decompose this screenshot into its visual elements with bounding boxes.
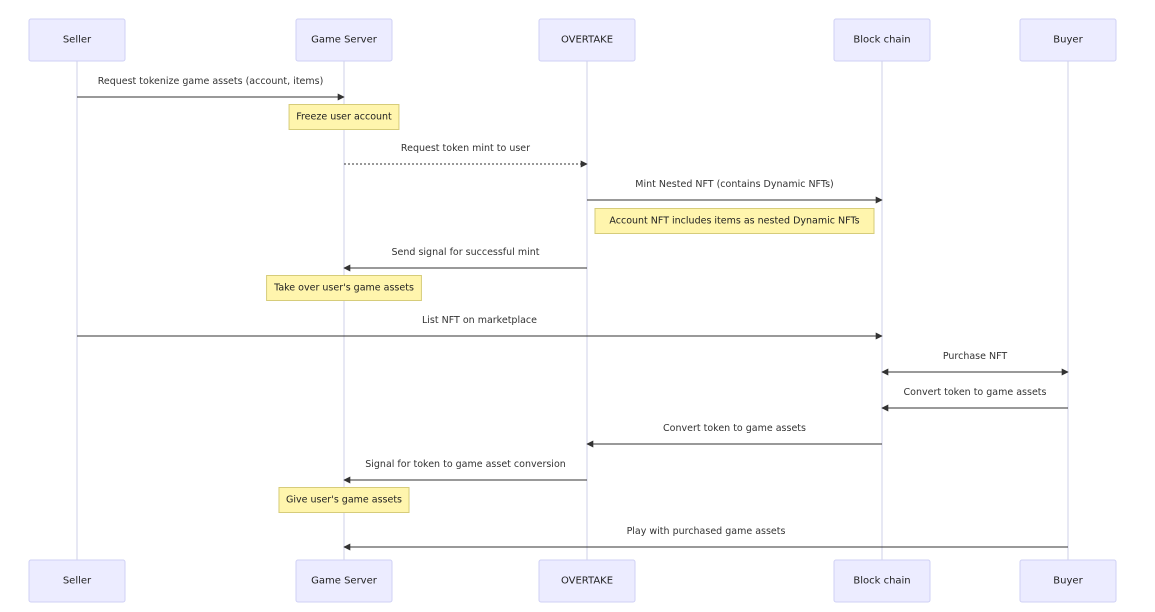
actor-top-block-chain: Block chain (833, 18, 931, 62)
note-label: Take over user's game assets (273, 283, 414, 294)
message-label: Convert token to game assets (904, 387, 1047, 398)
note-label: Freeze user account (296, 112, 392, 123)
actor-box (538, 559, 636, 603)
actor-label: OVERTAKE (561, 35, 613, 46)
lifelines (76, 61, 1069, 560)
actor-label: Seller (63, 35, 92, 46)
actor-label: Buyer (1053, 576, 1083, 587)
actor-label: Seller (63, 576, 92, 587)
message-1: Request tokenize game assets (account, i… (77, 76, 345, 101)
note-box (278, 487, 410, 513)
note-2: Freeze user account (288, 104, 400, 130)
actor-top-seller: Seller (28, 18, 126, 62)
actor-label: Game Server (311, 576, 378, 587)
message-label: Mint Nested NFT (contains Dynamic NFTs) (635, 179, 834, 190)
message-10: Convert token to game assets (881, 387, 1068, 412)
diagram-steps: Request tokenize game assets (account, i… (77, 76, 1069, 551)
message-label: Purchase NFT (943, 351, 1008, 362)
note-5: Account NFT includes items as nested Dyn… (594, 208, 875, 234)
actor-box (833, 559, 931, 603)
note-label: Account NFT includes items as nested Dyn… (609, 216, 859, 227)
actor-label: OVERTAKE (561, 576, 613, 587)
message-label: Send signal for successful mint (392, 247, 540, 258)
actor-box (28, 18, 126, 62)
message-8: List NFT on marketplace (77, 315, 883, 340)
message-label: Convert token to game assets (663, 423, 806, 434)
actor-label: Game Server (311, 35, 378, 46)
actor-bottom-overtake: OVERTAKE (538, 559, 636, 603)
note-label: Give user's game assets (286, 495, 402, 506)
actor-bottom-game-server: Game Server (295, 559, 393, 603)
actor-box (28, 559, 126, 603)
actor-top-game-server: Game Server (295, 18, 393, 62)
message-label: Play with purchased game assets (627, 526, 786, 537)
actor-box (833, 18, 931, 62)
actor-label: Block chain (853, 576, 910, 587)
note-box (288, 104, 400, 130)
actors-top: Seller Game Server OVERTAKE Block chain Buye… (28, 18, 1117, 62)
note-13: Give user's game assets (278, 487, 410, 513)
actor-bottom-buyer: Buyer (1019, 559, 1117, 603)
actor-label: Block chain (853, 35, 910, 46)
message-4: Mint Nested NFT (contains Dynamic NFTs) (587, 179, 883, 204)
actor-bottom-seller: Seller (28, 559, 126, 603)
actors-bottom: Seller Game Server OVERTAKE Block chain Buye… (28, 559, 1117, 603)
message-label: Request token mint to user (401, 143, 530, 154)
actor-box (1019, 18, 1117, 62)
message-label: Signal for token to game asset conversio… (365, 459, 566, 470)
message-label: List NFT on marketplace (422, 315, 537, 326)
message-label: Request tokenize game assets (account, i… (98, 76, 324, 87)
message-3: Request token mint to user (344, 143, 588, 168)
message-6: Send signal for successful mint (343, 247, 587, 272)
actor-box (295, 18, 393, 62)
actor-box (295, 559, 393, 603)
message-12: Signal for token to game asset conversio… (343, 459, 587, 484)
actor-box (1019, 559, 1117, 603)
message-14: Play with purchased game assets (343, 526, 1068, 551)
actor-label: Buyer (1053, 35, 1083, 46)
note-box (594, 208, 875, 234)
actor-top-overtake: OVERTAKE (538, 18, 636, 62)
message-9: Purchase NFT (881, 351, 1069, 376)
message-11: Convert token to game assets (586, 423, 882, 448)
actor-top-buyer: Buyer (1019, 18, 1117, 62)
note-box (266, 275, 422, 301)
actor-box (538, 18, 636, 62)
note-7: Take over user's game assets (266, 275, 422, 301)
actor-bottom-block-chain: Block chain (833, 559, 931, 603)
